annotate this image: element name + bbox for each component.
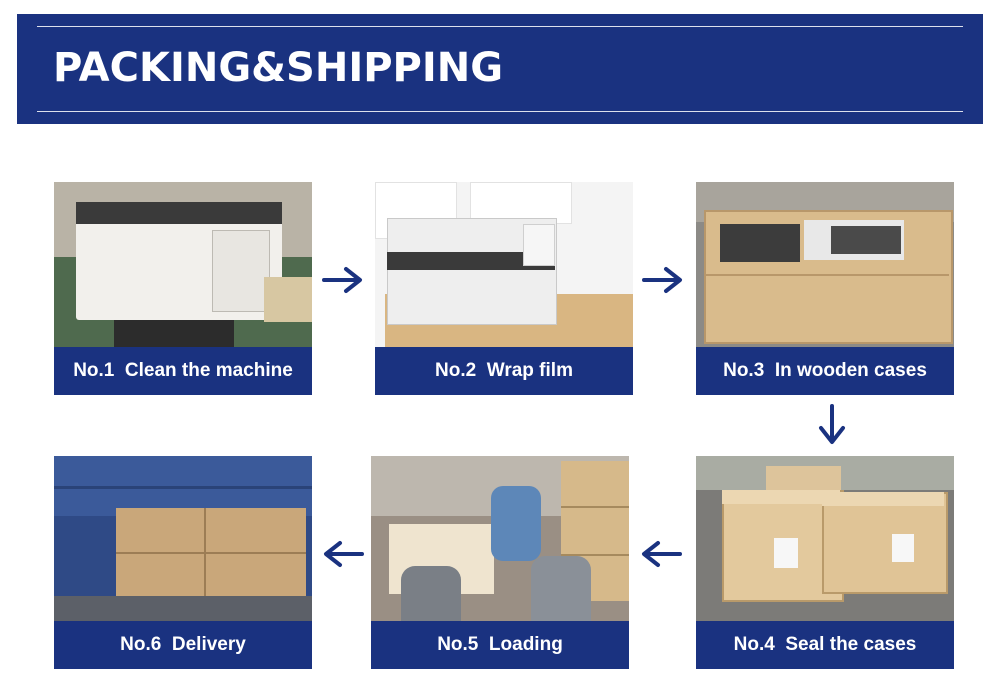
- step-caption: No.1 Clean the machine: [54, 347, 312, 395]
- wrapped-machine-photo: [375, 182, 633, 347]
- arrow-left-icon: [324, 541, 364, 567]
- arrow-left-icon: [642, 541, 682, 567]
- arrow-down-icon: [819, 404, 845, 444]
- step-caption: No.2 Wrap film: [375, 347, 633, 395]
- step-caption: No.3 In wooden cases: [696, 347, 954, 395]
- page-title: PACKING&SHIPPING: [53, 45, 504, 91]
- step-card-delivery: No.6 Delivery: [54, 456, 312, 669]
- banner-bottom-rule: [37, 111, 963, 112]
- sealed-cases-photo: [696, 456, 954, 621]
- step-card-wooden-case: No.3 In wooden cases: [696, 182, 954, 395]
- step-card-seal: No.4 Seal the cases: [696, 456, 954, 669]
- step-card-wrap: No.2 Wrap film: [375, 182, 633, 395]
- step-caption: No.4 Seal the cases: [696, 621, 954, 669]
- wooden-case-photo: [696, 182, 954, 347]
- step-caption: No.5 Loading: [371, 621, 629, 669]
- arrow-right-icon: [322, 267, 362, 293]
- machine-photo: [54, 182, 312, 347]
- truck-crates-photo: [54, 456, 312, 621]
- banner-top-rule: [37, 26, 963, 27]
- loading-workers-photo: [371, 456, 629, 621]
- step-card-loading: No.5 Loading: [371, 456, 629, 669]
- step-caption: No.6 Delivery: [54, 621, 312, 669]
- header-banner: PACKING&SHIPPING: [17, 14, 983, 124]
- arrow-right-icon: [642, 267, 682, 293]
- step-card-clean: No.1 Clean the machine: [54, 182, 312, 395]
